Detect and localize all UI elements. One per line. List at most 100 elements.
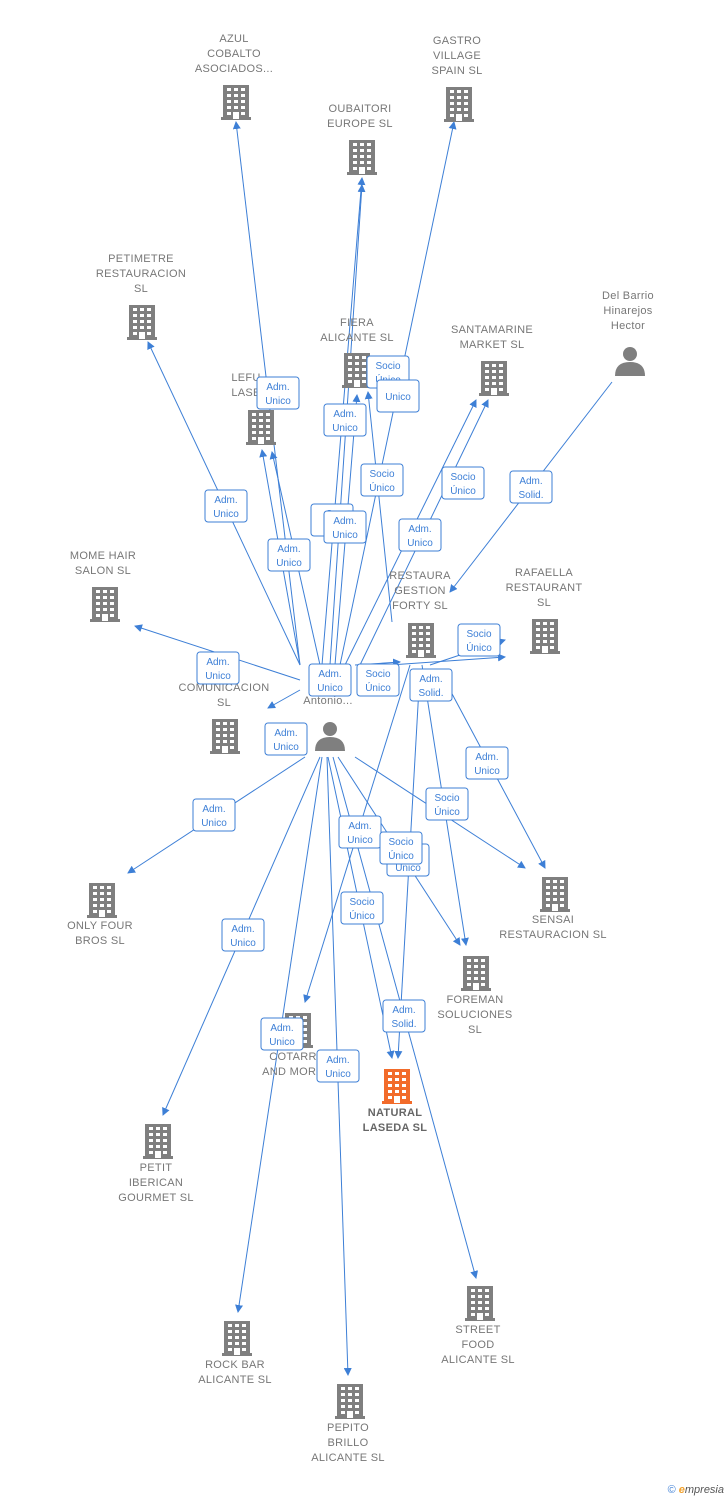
node-label: RESTAURANT [506,582,583,594]
relation-badge[interactable]: Adm. Solid. [409,668,453,702]
badge-text: Unico [317,683,343,694]
node-label: RESTAURA [389,570,451,582]
relation-badge[interactable]: Adm.Unico [196,651,240,685]
node-label: SL [537,597,551,609]
badge-text: Adm. [519,476,542,487]
building-icon [530,619,560,654]
node-label: PETIT [140,1162,173,1174]
node-label: PEPITO [327,1422,369,1434]
building-icon [90,587,120,622]
badge-text: Unico [273,742,299,753]
badge-text: Adm. [206,657,229,668]
badge-text: Solid. [518,490,543,501]
building-icon [342,353,372,388]
badge-text: Unico [474,766,500,777]
relation-badge[interactable]: Unico [376,379,420,413]
building-icon [127,305,157,340]
building-icon [347,140,377,175]
edges-layer [127,121,613,1376]
badge-text: Único [349,909,375,922]
badge-text: Adm. [333,516,356,527]
relation-badge[interactable]: Adm. Unico [260,1017,304,1051]
badge-text: Socio [466,629,491,640]
relation-badge[interactable]: Adm.Unico [192,798,236,832]
badge-text: Adm. [274,728,297,739]
building-icon [406,623,436,658]
badge-text: Adm. [333,409,356,420]
node-label: SL [134,283,148,295]
badge-text: Socio [434,793,459,804]
badge-text: Adm. [408,524,431,535]
relation-badge[interactable]: Adm.Unico [204,489,248,523]
node-label: ALICANTE SL [311,1452,385,1464]
badge-text: Unico [230,938,256,949]
node-label: EUROPE SL [327,118,393,130]
relation-badge[interactable]: Adm.Unico [316,1049,360,1083]
relation-badge[interactable]: Adm. Unico [264,722,308,756]
relation-badge[interactable]: Adm.Unico [267,538,311,572]
badge-text: Adm. [270,1023,293,1034]
node-label: STREET [455,1324,500,1336]
building-icon [87,883,117,918]
relation-badge[interactable]: Adm.Unico [308,663,352,697]
node-label: FOREMAN [446,994,503,1006]
relation-badge[interactable]: Adm.Unico [338,815,382,849]
badge-text: Adm. [475,752,498,763]
node-label: Hinarejos [603,305,652,317]
node-label: IBERICAN [129,1177,183,1189]
relation-badge[interactable]: Adm.Solid. [382,999,426,1033]
relation-badge[interactable]: Adm.Unico [256,376,300,410]
node-label: RESTAURACION [96,268,186,280]
node-azul[interactable]: AZULCOBALTOASOCIADOS... [195,33,273,120]
building-icon [540,877,570,912]
relation-badge[interactable]: Adm.Unico [221,918,265,952]
badge-text: Solid. [418,688,443,699]
badge-text: Unico [276,558,302,569]
relation-badge[interactable]: Adm. Solid. [509,470,553,504]
badge-text: Unico [269,1037,295,1048]
node-label: GESTION [394,585,446,597]
badge-text: Socio [365,669,390,680]
badge-text: Unico [265,396,291,407]
badge-text: Socio [388,837,413,848]
node-label: SL [217,697,231,709]
badge-text: Adm. [419,674,442,685]
building-icon [465,1286,495,1321]
badge-text: Unico [407,538,433,549]
relation-badge[interactable]: Adm.Unico [323,403,367,437]
edge-line [267,689,301,709]
relation-badge[interactable]: Adm. Unico [465,746,509,780]
relation-badge[interactable]: Adm.Unico [323,510,367,544]
relation-badge[interactable]: Adm. Unico [398,518,442,552]
node-label: ASOCIADOS... [195,63,273,75]
badge-text: Socio [369,469,394,480]
node-label: SOLUCIONES [437,1009,512,1021]
badge-text: Adm. [202,804,225,815]
